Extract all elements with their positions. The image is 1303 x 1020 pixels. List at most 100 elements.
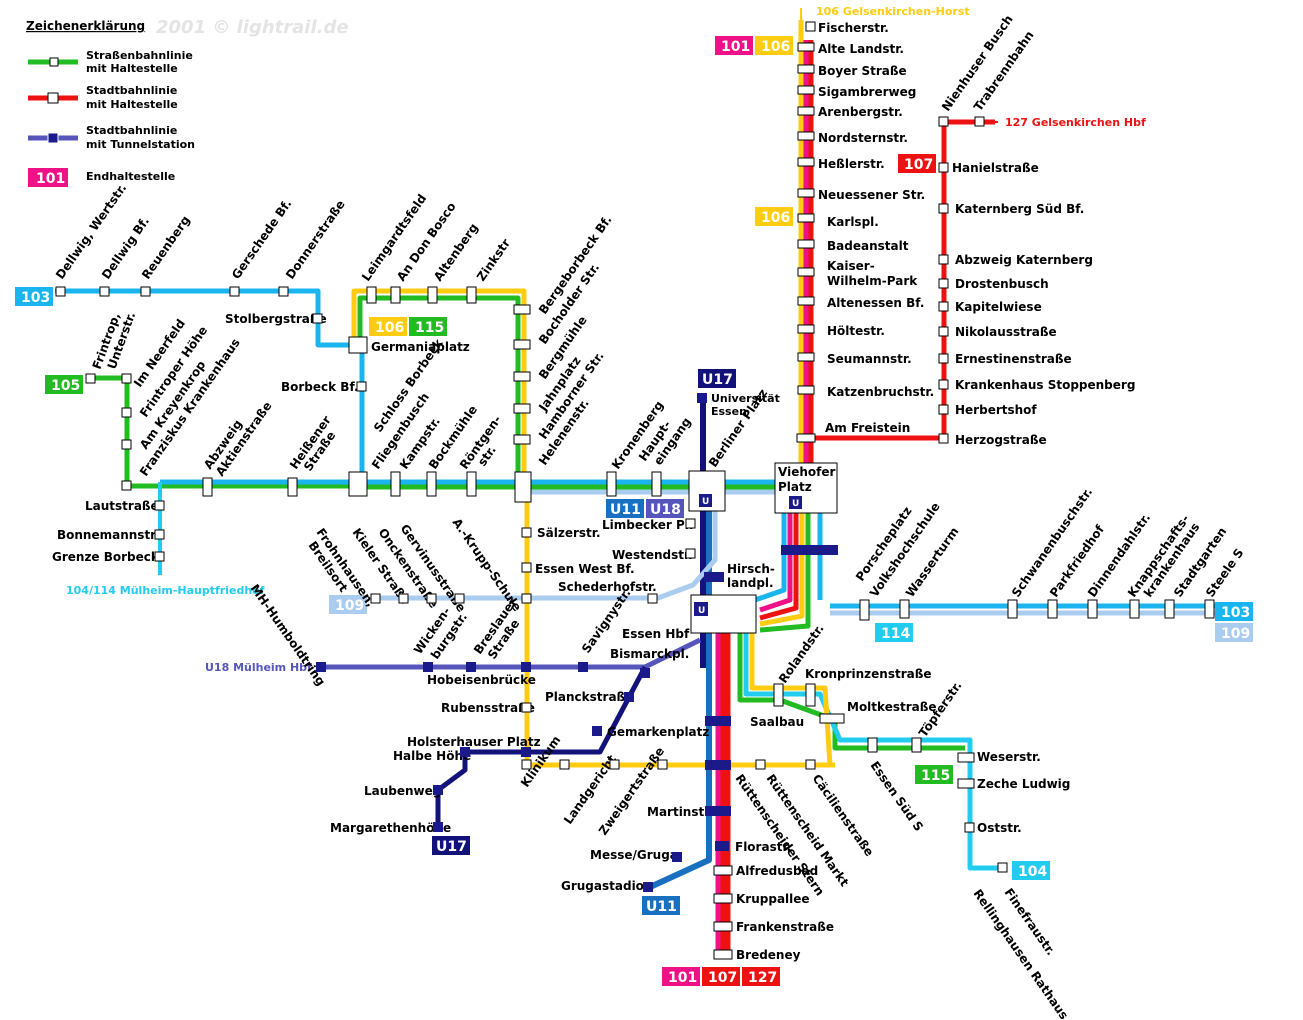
dest-u18-muelheim: U18 Mülheim Hbf bbox=[205, 661, 312, 674]
station-nordsternstr: Nordsternstr. bbox=[818, 131, 908, 145]
station-frankenstrasse: Frankenstraße bbox=[736, 920, 834, 934]
interchange-boxes: U U U bbox=[348, 336, 838, 634]
station-bredeney: Bredeney bbox=[736, 948, 801, 962]
station-germaniaplatz: Germaniaplatz bbox=[371, 340, 470, 354]
station-weserstr: Weserstr. bbox=[977, 750, 1041, 764]
tunnel-stations bbox=[316, 393, 838, 892]
station-zinkstr: Zinkstr bbox=[474, 236, 513, 284]
station-essen-west-bf: Essen West Bf. bbox=[535, 562, 635, 576]
station-oststr: Oststr. bbox=[977, 821, 1022, 835]
station-laubenweg: Laubenweg bbox=[364, 784, 441, 798]
station-saelzerstr: Sälzerstr. bbox=[537, 526, 601, 540]
svg-text:U: U bbox=[702, 497, 709, 507]
station-holsterhauser-platz: Holsterhauser Platz bbox=[407, 735, 541, 749]
station-bismarckpl: Bismarckpl. bbox=[610, 647, 689, 661]
station-lautstrasse: Lautstraße bbox=[85, 499, 159, 513]
station-florastr: Florastr. bbox=[735, 840, 791, 854]
station-herzogstrasse: Herzogstraße bbox=[955, 433, 1047, 447]
legend-tram-line1: Straßenbahnlinie bbox=[86, 49, 193, 62]
legend-tram-line2: mit Haltestelle bbox=[86, 62, 178, 75]
station-hesslerstr: Heßlerstr. bbox=[818, 157, 885, 171]
station-trabrennbahn: Trabrennbahn bbox=[971, 28, 1037, 113]
svg-text:Endhaltestelle: Endhaltestelle bbox=[86, 170, 175, 183]
station-sigambrerweg: Sigambrerweg bbox=[818, 85, 916, 99]
station-saalbau: Saalbau bbox=[750, 715, 804, 729]
station-platz: Platz bbox=[778, 480, 812, 494]
badge-101-top: 101 bbox=[721, 39, 750, 55]
badge-115-loop: 115 bbox=[415, 320, 444, 336]
station-stolbergstrasse: Stolbergstraße bbox=[225, 312, 327, 326]
station-abzweig-katernberg: Abzweig Katernberg bbox=[955, 253, 1093, 267]
route-lines bbox=[55, 8, 1215, 955]
berliner-u-icon bbox=[699, 494, 712, 507]
badge-104-south: 104 bbox=[1018, 864, 1047, 880]
svg-text:mit Haltestelle: mit Haltestelle bbox=[86, 98, 178, 111]
badge-106-loop: 106 bbox=[375, 320, 404, 336]
station-arenbergstr: Arenbergstr. bbox=[818, 105, 903, 119]
badge-106-top: 106 bbox=[761, 39, 790, 55]
station-boyer-strasse: Boyer Straße bbox=[818, 64, 907, 78]
helenenstr-box bbox=[514, 471, 532, 503]
badge-u18-mid: U18 bbox=[650, 502, 681, 518]
station-bonnemannstr: Bonnemannstr. bbox=[57, 528, 159, 542]
station-kapitelwiese: Kapitelwiese bbox=[955, 300, 1042, 314]
viehofer-box bbox=[774, 462, 838, 514]
station-kronprinzenstrasse: Kronprinzenstraße bbox=[805, 667, 932, 681]
station-labels: Fischerstr. Alte Landstr. Boyer Straße S… bbox=[52, 21, 1135, 962]
badge-u11-bottom: U11 bbox=[646, 899, 677, 915]
station-badeanstalt: Badeanstalt bbox=[827, 239, 909, 253]
svg-text:U: U bbox=[698, 606, 705, 616]
legend: Zeichenerklärung 2001 © lightrail.de Str… bbox=[26, 17, 349, 187]
badge-105-west: 105 bbox=[51, 378, 80, 394]
badge-106-mid: 106 bbox=[761, 210, 790, 226]
legend-terminus-badge bbox=[28, 168, 68, 187]
station-kaiser: Kaiser- bbox=[827, 259, 875, 273]
station-leimgardtsfeld: Leimgardtsfeld bbox=[359, 192, 429, 284]
badge-109-east: 109 bbox=[1221, 626, 1250, 642]
badge-107: 107 bbox=[904, 157, 933, 173]
station-katzenbruchstr: Katzenbruchstr. bbox=[827, 385, 934, 399]
germaniaplatz-box bbox=[348, 336, 368, 354]
badge-u17-top: U17 bbox=[702, 372, 733, 388]
station-zeche-ludwig: Zeche Ludwig bbox=[977, 777, 1070, 791]
badge-114: 114 bbox=[881, 626, 910, 642]
station-hobeisenbruecke: Hobeisenbrücke bbox=[427, 673, 536, 687]
station-planckstrasse: Planckstraße bbox=[545, 690, 633, 704]
station-fischerstr: Fischerstr. bbox=[818, 21, 889, 35]
station-halbe-hoehe: Halbe Höhe bbox=[393, 749, 471, 763]
station-martinstr: Martinstr. bbox=[647, 805, 713, 819]
badge-127-bottom: 127 bbox=[748, 970, 777, 986]
station-kh-stoppenberg: Krankenhaus Stoppenberg bbox=[955, 378, 1135, 392]
station-seumannstr: Seumannstr. bbox=[827, 352, 912, 366]
station-schederhofstr: Schederhofstr. bbox=[558, 580, 657, 594]
station-essen-uni: Essen bbox=[711, 405, 747, 418]
watermark: 2001 © lightrail.de bbox=[156, 17, 349, 38]
dest-127-gelsenkirchen: 127 Gelsenkirchen Hbf bbox=[1005, 116, 1146, 129]
station-hirschlandpl-1: Hirsch- bbox=[727, 562, 775, 576]
destinations: 106 Gelsenkirchen-Horst 127 Gelsenkirche… bbox=[66, 5, 1146, 674]
svg-text:Stadtbahnlinie: Stadtbahnlinie bbox=[86, 84, 177, 97]
station-neuessener-str: Neuessener Str. bbox=[818, 188, 925, 202]
station-rubensstrasse: Rubensstraße bbox=[441, 701, 535, 715]
legend-stop-icon bbox=[49, 57, 59, 67]
station-moltkestrasse: Moltkestraße bbox=[847, 700, 937, 714]
borbeck-trunk-box bbox=[348, 471, 368, 497]
hbf-u-icon bbox=[694, 602, 708, 616]
station-katernberg-sued: Katernberg Süd Bf. bbox=[955, 202, 1084, 216]
svg-text:Stadtbahnlinie: Stadtbahnlinie bbox=[86, 124, 177, 137]
svg-text:101: 101 bbox=[36, 171, 65, 187]
station-gemarkenplatz: Gemarkenplatz bbox=[607, 725, 709, 739]
station-limbecker-pl: Limbecker Pl. bbox=[602, 518, 693, 532]
station-herbertshof: Herbertshof bbox=[955, 403, 1037, 417]
station-gerschede-bf: Gerschede Bf. bbox=[229, 197, 294, 282]
station-hanielstrasse: Hanielstraße bbox=[952, 161, 1039, 175]
station-margarethenhoehe: Margarethenhöhe bbox=[330, 821, 451, 835]
station-hirschlandpl-2: landpl. bbox=[727, 576, 774, 590]
station-karlspl: Karlspl. bbox=[827, 215, 879, 229]
station-donnerstrasse: Donnerstraße bbox=[283, 197, 348, 281]
station-essen-hbf: Essen Hbf bbox=[622, 627, 690, 641]
legend-title: Zeichenerklärung bbox=[26, 19, 145, 33]
station-hoeltestr: Höltestr. bbox=[827, 324, 885, 338]
badge-103-west: 103 bbox=[21, 290, 50, 306]
